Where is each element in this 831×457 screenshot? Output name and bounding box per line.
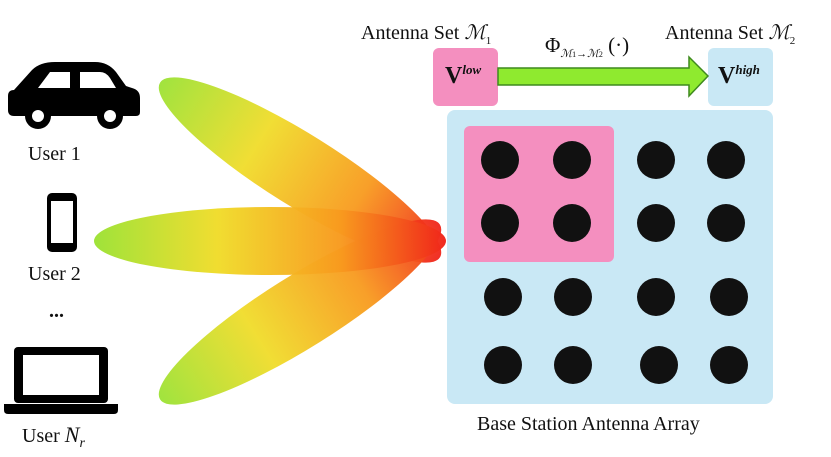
beam-middle xyxy=(94,207,446,275)
v-high-label: Vhigh xyxy=(718,62,760,89)
phone-icon xyxy=(47,193,77,252)
antenna-element xyxy=(640,346,678,384)
antenna-element xyxy=(553,141,591,179)
antenna-subset-highlight xyxy=(464,126,614,262)
antenna-element xyxy=(481,204,519,242)
antenna-element xyxy=(707,141,745,179)
antenna-element xyxy=(484,278,522,316)
antenna-set-1-label: Antenna Set ℳ1 xyxy=(361,22,492,47)
antenna-element xyxy=(553,204,591,242)
antenna-element xyxy=(484,346,522,384)
mapping-function-label: Φℳ1→ℳ2 (·) xyxy=(545,33,630,61)
antenna-element xyxy=(554,278,592,316)
antenna-element xyxy=(637,204,675,242)
mapping-arrow xyxy=(497,55,710,98)
v-high-box xyxy=(708,48,773,106)
antenna-set-2-label: Antenna Set ℳ2 xyxy=(665,22,796,47)
ellipsis: ... xyxy=(49,300,64,322)
array-caption: Base Station Antenna Array xyxy=(477,413,700,435)
v-low-box xyxy=(433,48,498,106)
car-icon xyxy=(8,62,140,129)
antenna-element xyxy=(637,141,675,179)
antenna-element xyxy=(707,204,745,242)
beam-group xyxy=(94,77,446,405)
antenna-element xyxy=(710,346,748,384)
antenna-element xyxy=(637,278,675,316)
user-2-label: User 2 xyxy=(28,263,81,285)
antenna-elements xyxy=(481,141,748,384)
user-nr-label: User Nr xyxy=(22,422,85,451)
user-1-label: User 1 xyxy=(28,143,81,165)
v-low-label: Vlow xyxy=(445,62,482,89)
antenna-element xyxy=(481,141,519,179)
antenna-element xyxy=(710,278,748,316)
laptop-icon xyxy=(4,347,118,414)
antenna-element xyxy=(554,346,592,384)
